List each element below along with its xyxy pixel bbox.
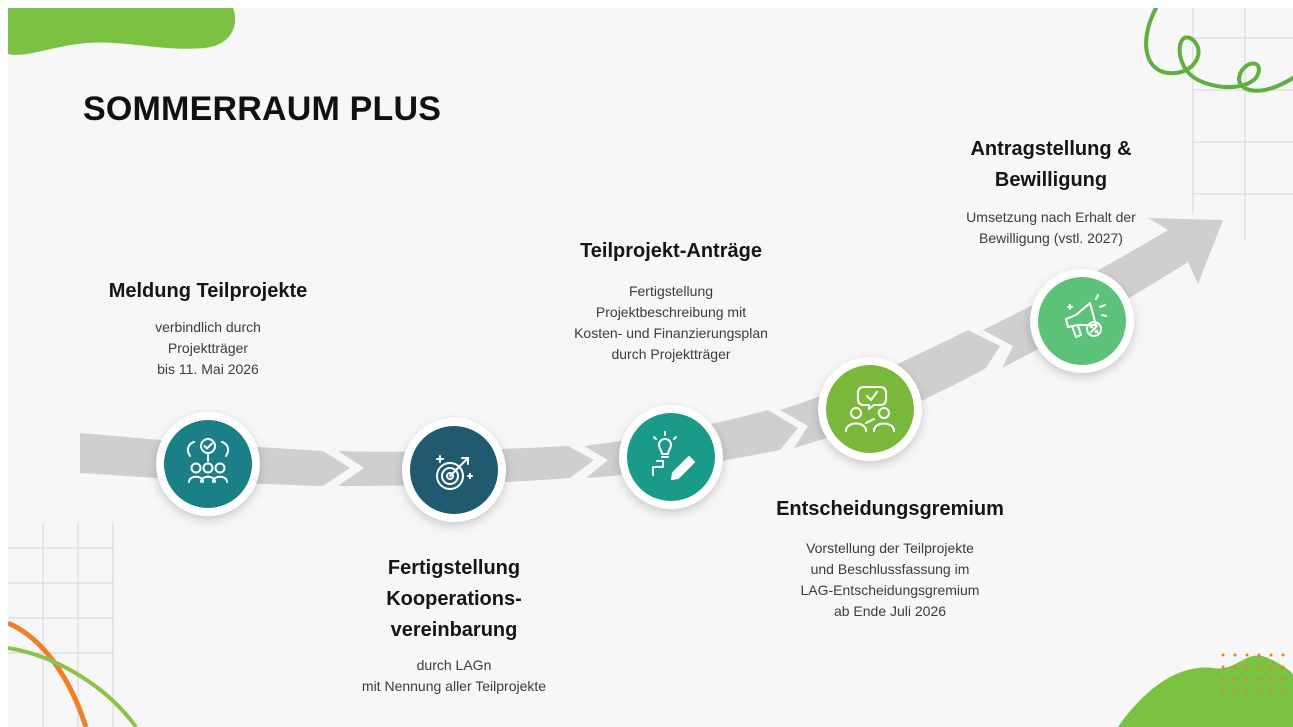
step-1-desc-line: bis 11. Mai 2026 (157, 361, 259, 377)
step-5-desc-line: Umsetzung nach Erhalt der (966, 209, 1136, 225)
step-3-desc-line: Projektbeschreibung mit (595, 304, 747, 320)
step-2-heading-line: Kooperations- (386, 588, 522, 610)
grid-top-right (1192, 8, 1293, 240)
step-5-heading-line: Bewilligung (994, 169, 1108, 191)
step-3-badge-fill (627, 413, 715, 501)
step-3-desc-line: Fertigstellung (628, 283, 714, 299)
orange-arc-bottom-left (8, 620, 89, 727)
step-3-desc-line: Kosten- und Finanzierungsplan (574, 325, 768, 341)
step-5-heading-line: Antragstellung & (970, 138, 1132, 160)
orange-dots-bottom-right (1221, 653, 1285, 693)
step-3-heading: Teilprojekt-Anträge (541, 236, 801, 267)
step-4-desc-line: LAG-Entscheidungsgremium (800, 582, 980, 598)
step-2-badge (402, 418, 506, 522)
step-4-desc-line: und Beschlussfassung im (810, 561, 970, 577)
target-icon (436, 455, 473, 490)
step-1-heading: Meldung Teilprojekte (78, 276, 338, 307)
green-swirl-top-right (1144, 8, 1293, 93)
step-2-heading-line: vereinbarung (390, 619, 518, 641)
step-2-desc-line: durch LAGn (416, 657, 492, 673)
step-2-heading: Fertigstellung Kooperations- vereinbarun… (324, 553, 584, 646)
step-5-badge-fill (1038, 277, 1126, 365)
step-5-desc-line: Bewilligung (vstl. 2027) (979, 230, 1123, 246)
step-1-desc-line: verbindlich durch (155, 319, 261, 335)
step-3-description: Fertigstellung Projektbeschreibung mit K… (541, 281, 801, 365)
page-title: SOMMERRAUM PLUS (83, 90, 442, 128)
step-3-badge (619, 405, 723, 509)
step-1-badge (156, 412, 260, 516)
step-4-heading-line: Entscheidungsgremium (776, 498, 1004, 520)
step-3-desc-line: durch Projektträger (611, 346, 731, 362)
idea-pencil-icon (652, 431, 695, 480)
step-4-description: Vorstellung der Teilprojekte und Beschlu… (755, 538, 1025, 622)
step-5-badge (1030, 269, 1134, 373)
slide: SOMMERRAUM PLUS Meldung Teilprojekte ver… (8, 8, 1293, 727)
discussion-icon (845, 386, 895, 432)
step-3-heading-line: Teilprojekt-Anträge (580, 240, 762, 262)
green-arc-bottom-left (8, 646, 138, 727)
step-1-description: verbindlich durch Projektträger bis 11. … (98, 317, 318, 380)
megaphone-icon (1065, 294, 1107, 338)
step-5-description: Umsetzung nach Erhalt der Bewilligung (v… (931, 207, 1171, 249)
grid-bottom-left (8, 523, 114, 727)
step-4-desc-line: Vorstellung der Teilprojekte (806, 540, 974, 556)
step-2-description: durch LAGn mit Nennung aller Teilprojekt… (324, 655, 584, 697)
step-4-heading: Entscheidungsgremium (745, 494, 1035, 525)
step-1-heading-line: Meldung Teilprojekte (108, 280, 308, 302)
green-blob-top-left (8, 8, 236, 55)
step-2-heading-line: Fertigstellung (387, 557, 521, 579)
step-4-desc-line: ab Ende Juli 2026 (833, 603, 947, 619)
step-4-badge (818, 357, 922, 461)
step-2-desc-line: mit Nennung aller Teilprojekte (361, 678, 547, 694)
team-check-icon (186, 438, 230, 483)
green-blob-bottom-right (1118, 655, 1293, 727)
step-1-desc-line: Projektträger (167, 340, 249, 356)
step-5-heading: Antragstellung & Bewilligung (921, 134, 1181, 196)
